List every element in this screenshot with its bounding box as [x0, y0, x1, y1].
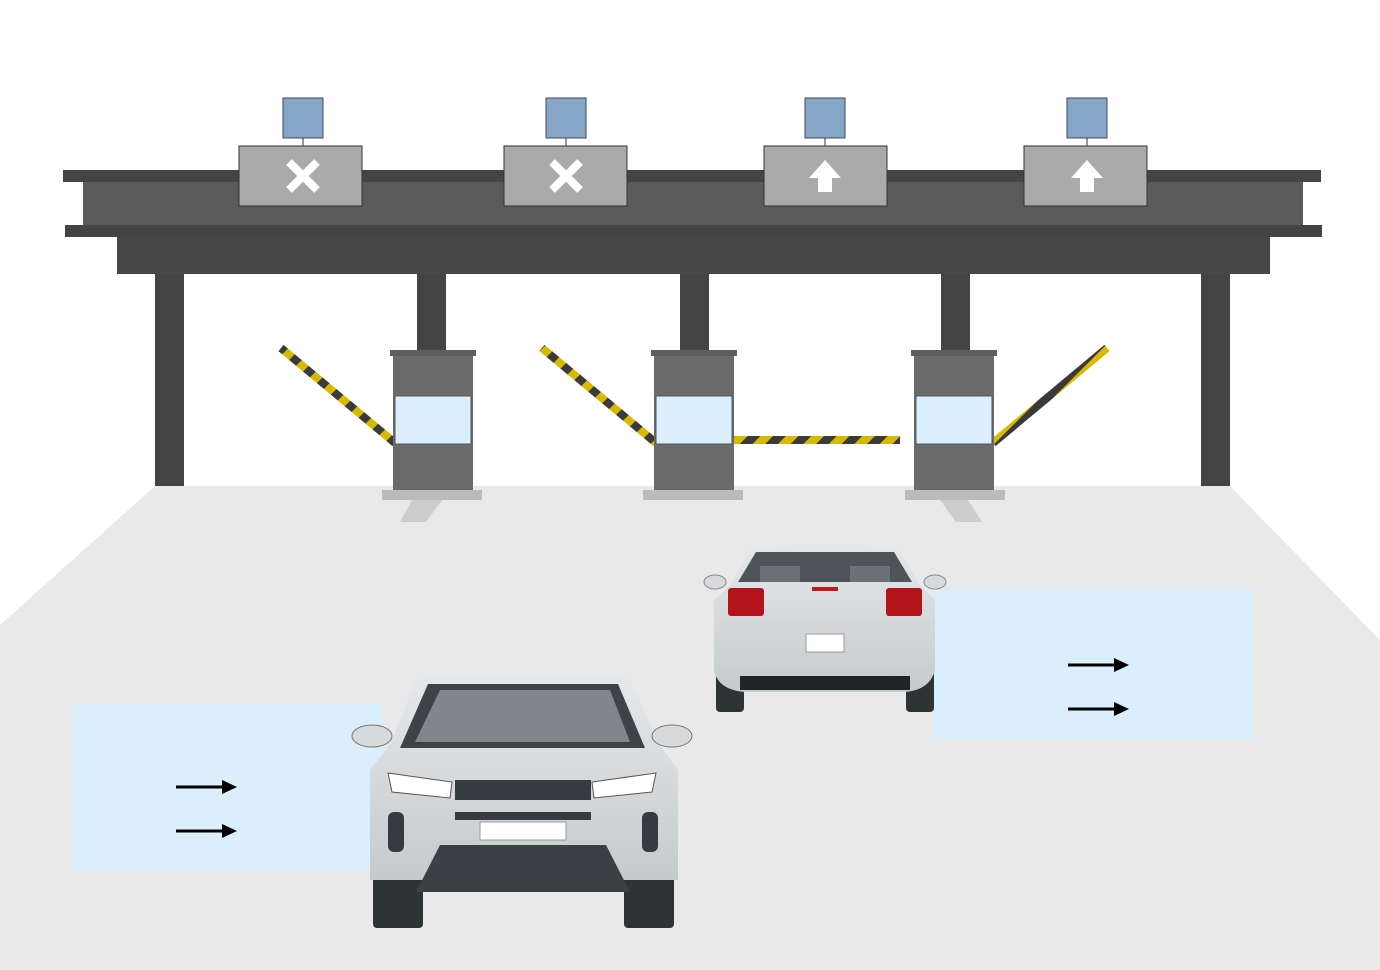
car-rear-view — [703, 543, 947, 712]
arrow-up-icon — [1071, 160, 1103, 192]
lane-sign-2 — [503, 97, 628, 207]
lane-sign-4 — [1023, 97, 1148, 207]
x-icon — [549, 159, 583, 193]
barrier-arm-raised — [278, 344, 398, 447]
lane-sign-1 — [238, 97, 363, 207]
car-front-view — [351, 675, 693, 928]
camera — [545, 97, 587, 139]
lane-sign-3 — [763, 97, 888, 207]
arrow-right-icon — [1068, 702, 1129, 716]
barrier-arm-raised — [990, 344, 1110, 447]
toll-booth — [905, 350, 1005, 522]
arrow-right-icon — [176, 780, 237, 794]
toll-booth — [643, 350, 743, 500]
arrow-up-icon — [809, 160, 841, 192]
camera — [1066, 97, 1108, 139]
camera — [804, 97, 846, 139]
gantry-pillar — [1201, 274, 1230, 486]
x-icon — [286, 159, 320, 193]
toll-booth — [382, 350, 482, 522]
arrow-right-icon — [1068, 658, 1129, 672]
camera — [282, 97, 324, 139]
arrow-right-icon — [176, 824, 237, 838]
barrier-arm-raised — [539, 344, 659, 447]
gantry-pillar — [155, 274, 184, 486]
